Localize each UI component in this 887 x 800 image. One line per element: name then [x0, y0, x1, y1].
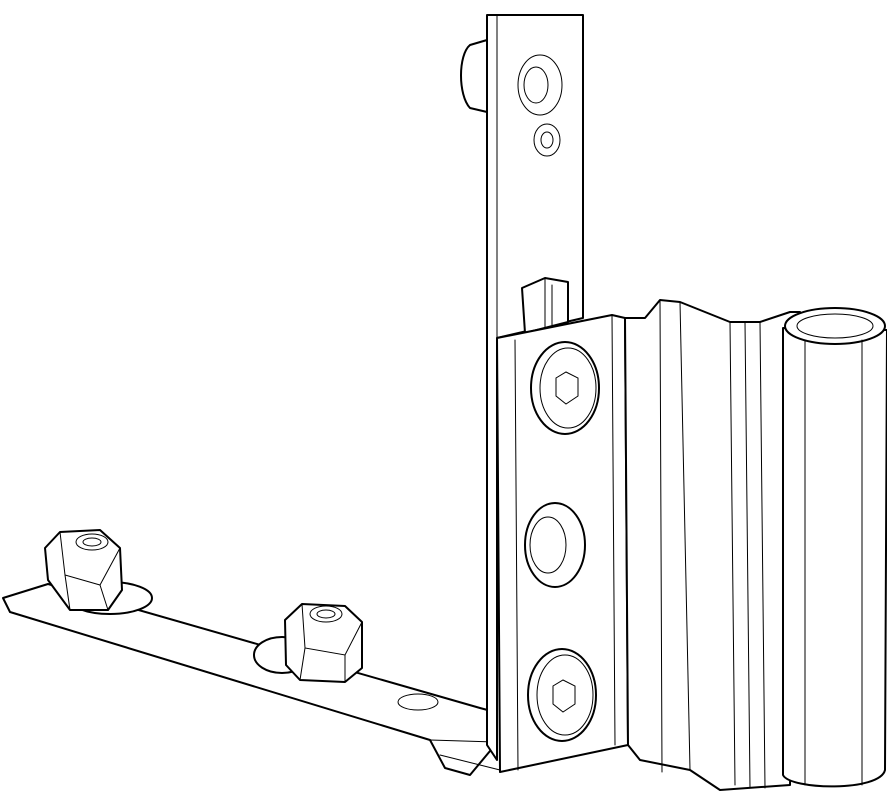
vertical-strip: [460, 14, 584, 761]
hinge-leaf: [496, 314, 629, 773]
base-plate: [2, 583, 501, 776]
screw-top: [530, 341, 600, 435]
hinge-pin: [782, 307, 887, 788]
screw-bottom: [527, 648, 597, 742]
nut-right: [253, 603, 363, 683]
screw-hole-middle: [524, 502, 586, 588]
nut-left: [44, 529, 153, 615]
hinge-body: [624, 299, 801, 791]
